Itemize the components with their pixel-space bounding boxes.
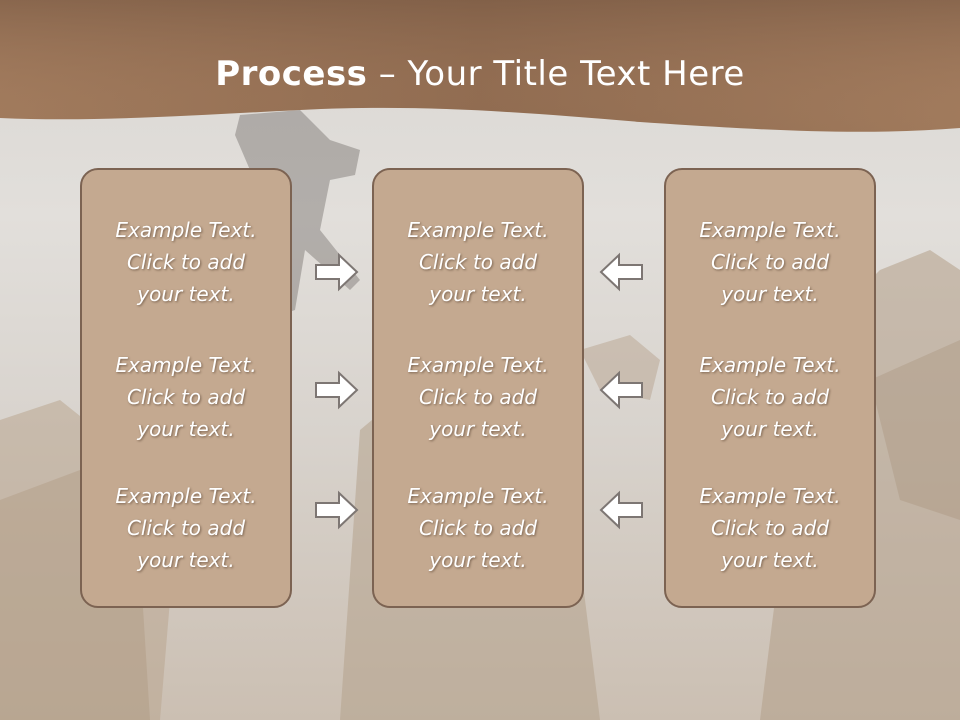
text-line: your text. <box>721 282 819 306</box>
text-line: your text. <box>721 417 819 441</box>
text-line: your text. <box>137 282 235 306</box>
text-line: Example Text. <box>407 484 549 508</box>
text-line: Click to add <box>710 516 830 540</box>
text-line: Example Text. <box>407 218 549 242</box>
text-line: Click to add <box>418 250 538 274</box>
text-line: Example Text. <box>699 353 841 377</box>
text-line: Click to add <box>710 385 830 409</box>
arrow-left-icon <box>599 370 643 410</box>
text-line: Example Text. <box>699 484 841 508</box>
arrow-right-icon <box>315 490 359 530</box>
text-line: Example Text. <box>115 353 257 377</box>
arrow-right-icon <box>315 252 359 292</box>
arrow-left-icon <box>599 490 643 530</box>
text-line: Click to add <box>418 385 538 409</box>
text-placeholder[interactable]: Example Text. Click to add your text. <box>374 480 582 576</box>
text-placeholder[interactable]: Example Text. Click to add your text. <box>82 480 290 576</box>
text-line: your text. <box>721 548 819 572</box>
arrow-right-icon <box>315 370 359 410</box>
text-line: Click to add <box>126 516 246 540</box>
text-line: your text. <box>429 548 527 572</box>
text-line: Example Text. <box>407 353 549 377</box>
text-placeholder[interactable]: Example Text. Click to add your text. <box>666 480 874 576</box>
text-line: your text. <box>429 282 527 306</box>
text-line: your text. <box>137 548 235 572</box>
arrow-left-icon <box>599 252 643 292</box>
text-line: Click to add <box>418 516 538 540</box>
text-placeholder[interactable]: Example Text. Click to add your text. <box>374 214 582 310</box>
text-line: Example Text. <box>115 484 257 508</box>
text-placeholder[interactable]: Example Text. Click to add your text. <box>666 214 874 310</box>
header-band <box>0 0 960 132</box>
text-line: Example Text. <box>699 218 841 242</box>
process-panel-left[interactable]: Example Text. Click to add your text. Ex… <box>80 168 292 608</box>
text-placeholder[interactable]: Example Text. Click to add your text. <box>82 214 290 310</box>
text-placeholder[interactable]: Example Text. Click to add your text. <box>374 349 582 445</box>
text-line: Click to add <box>126 385 246 409</box>
title-rest: – Your Title Text Here <box>367 54 745 94</box>
text-line: Click to add <box>710 250 830 274</box>
process-panel-center[interactable]: Example Text. Click to add your text. Ex… <box>372 168 584 608</box>
text-placeholder[interactable]: Example Text. Click to add your text. <box>666 349 874 445</box>
title-bold: Process <box>215 54 368 94</box>
text-line: Click to add <box>126 250 246 274</box>
text-line: Example Text. <box>115 218 257 242</box>
slide-title[interactable]: Process – Your Title Text Here <box>0 54 960 94</box>
text-placeholder[interactable]: Example Text. Click to add your text. <box>82 349 290 445</box>
text-line: your text. <box>137 417 235 441</box>
process-panel-right[interactable]: Example Text. Click to add your text. Ex… <box>664 168 876 608</box>
text-line: your text. <box>429 417 527 441</box>
